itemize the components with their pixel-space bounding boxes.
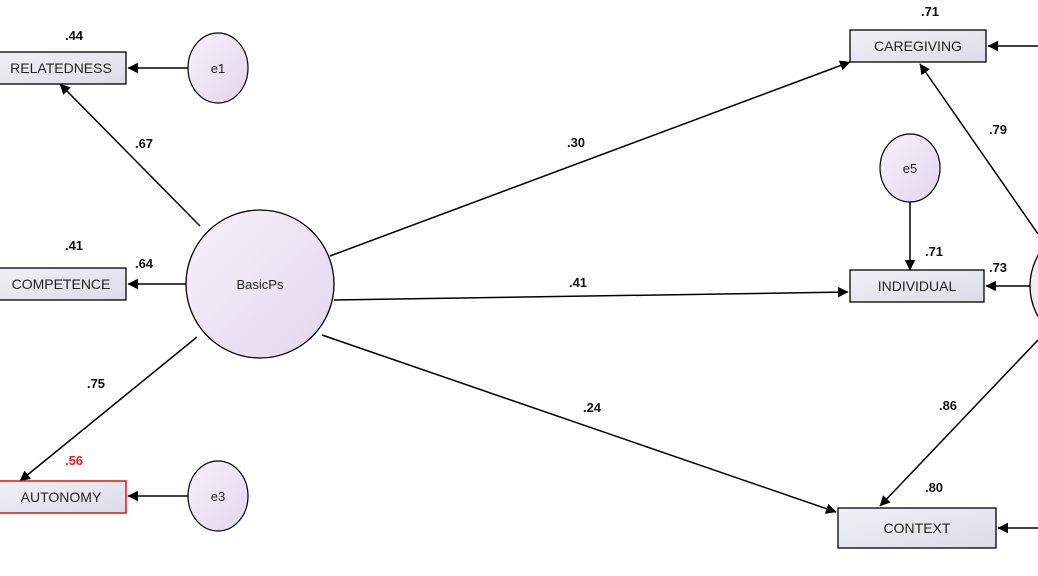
competence-label: COMPETENCE: [12, 276, 111, 292]
competence-box: [0, 267, 127, 301]
individual-box: [849, 269, 985, 303]
autonomy-label: AUTONOMY: [21, 489, 102, 505]
latent-variables: BasicPs e1 e3 e5: [185, 32, 1038, 532]
coef-basicps-relatedness: .67: [135, 136, 153, 151]
individual-r2: .71: [925, 244, 943, 259]
path-basicps-autonomy: [19, 336, 198, 482]
path-basicps-individual: [333, 286, 849, 301]
autonomy-r2: .56: [65, 453, 83, 468]
coef-basicps-caregiving: .30: [567, 135, 585, 150]
context-box: [837, 507, 997, 549]
caregiving-box: [849, 29, 987, 63]
e1-error: [187, 32, 249, 104]
path-coefficients: .67 .64 .75 .30 .41 .24 .79 .73 .86: [87, 122, 1007, 415]
right-latent-partial: [1029, 254, 1038, 318]
observed-variables: RELATEDNESS COMPETENCE AUTONOMY CAREGIVI…: [0, 29, 997, 549]
path-basicps-context: [321, 334, 837, 514]
caregiving-label: CAREGIVING: [874, 38, 962, 54]
coef-right-individual: .73: [989, 260, 1007, 275]
coef-right-context: .86: [939, 398, 957, 413]
relatedness-r2: .44: [65, 28, 84, 43]
caregiving-r2: .71: [921, 4, 939, 19]
coef-basicps-autonomy: .75: [87, 376, 105, 391]
basicps-label: BasicPs: [237, 277, 284, 292]
coef-basicps-competence: .64: [135, 256, 154, 271]
competence-r2: .41: [65, 238, 83, 253]
paths: [19, 40, 1038, 534]
individual-label: INDIVIDUAL: [878, 278, 957, 294]
path-basicps-relatedness: [59, 83, 201, 227]
relatedness-label: RELATEDNESS: [10, 60, 112, 76]
path-basicps-caregiving: [329, 60, 851, 257]
autonomy-box: [0, 480, 127, 514]
e3-label: e3: [211, 489, 225, 504]
e5-error: [879, 133, 941, 203]
path-right-caregiving: [919, 63, 1038, 235]
context-label: CONTEXT: [884, 520, 951, 536]
e5-label: e5: [903, 161, 917, 176]
context-r2: .80: [925, 480, 943, 495]
path-right-context: [879, 339, 1038, 507]
relatedness-box: [0, 51, 127, 85]
basicps-latent: [185, 209, 335, 359]
e3-error: [187, 460, 249, 532]
coef-right-caregiving: .79: [989, 122, 1007, 137]
r-squared-values: .44 .41 .56 .71 .71 .80: [65, 4, 943, 495]
coef-basicps-context: .24: [583, 400, 602, 415]
e1-label: e1: [211, 61, 225, 76]
coef-basicps-individual: .41: [569, 275, 587, 290]
